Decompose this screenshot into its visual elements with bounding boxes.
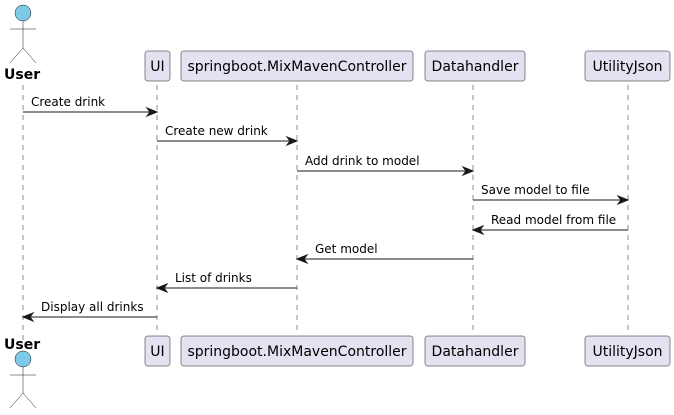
actor-user-top: User (4, 4, 40, 83)
arrowhead-icon (21, 311, 35, 323)
arrowhead-icon (461, 165, 475, 177)
message-label: Create new drink (165, 124, 268, 138)
participant-datahandler-top: Datahandler (424, 50, 526, 82)
arrowhead-icon (471, 224, 485, 236)
participant-label: UtilityJson (592, 344, 662, 360)
participant-ui-top: UI (144, 50, 171, 82)
message-add-drink-to-model: Add drink to model (297, 154, 475, 177)
message-label: Create drink (31, 95, 105, 109)
actor-head-icon (14, 350, 32, 368)
message-create-drink: Create drink (23, 95, 159, 118)
actor-label-top: User (4, 67, 40, 83)
actor-head-icon (14, 4, 32, 22)
message-label: List of drinks (175, 271, 252, 285)
actor-user-bottom: User (4, 337, 40, 409)
participant-ui-bottom: UI (144, 335, 171, 367)
arrowhead-icon (155, 282, 169, 294)
arrowhead-icon (616, 194, 630, 206)
participant-controller-bottom: springboot.MixMavenController (180, 335, 414, 367)
message-create-new-drink: Create new drink (157, 124, 299, 147)
message-get-model: Get model (295, 242, 473, 265)
participant-label: UI (150, 59, 164, 75)
message-label: Save model to file (481, 183, 590, 197)
message-label: Add drink to model (305, 154, 420, 168)
message-display-all-drinks: Display all drinks (21, 300, 157, 323)
participant-label: UtilityJson (592, 59, 662, 75)
participant-controller-top: springboot.MixMavenController (180, 50, 414, 82)
arrowhead-icon (295, 253, 309, 265)
message-read-model-from-file: Read model from file (471, 213, 628, 236)
arrowhead-icon (145, 106, 159, 118)
participant-label: Datahandler (432, 59, 519, 75)
participant-label: springboot.MixMavenController (187, 344, 406, 360)
participant-utilityjson-bottom: UtilityJson (584, 335, 671, 367)
participant-utilityjson-top: UtilityJson (584, 50, 671, 82)
participant-label: UI (150, 344, 164, 360)
arrowhead-icon (285, 135, 299, 147)
message-label: Get model (315, 242, 378, 256)
message-save-model-to-file: Save model to file (473, 183, 630, 206)
message-list-of-drinks: List of drinks (155, 271, 297, 294)
participant-label: springboot.MixMavenController (187, 59, 406, 75)
message-label: Display all drinks (41, 300, 144, 314)
participant-label: Datahandler (432, 344, 519, 360)
participant-datahandler-bottom: Datahandler (424, 335, 526, 367)
message-label: Read model from file (491, 213, 616, 227)
actor-label-bottom: User (4, 337, 40, 353)
